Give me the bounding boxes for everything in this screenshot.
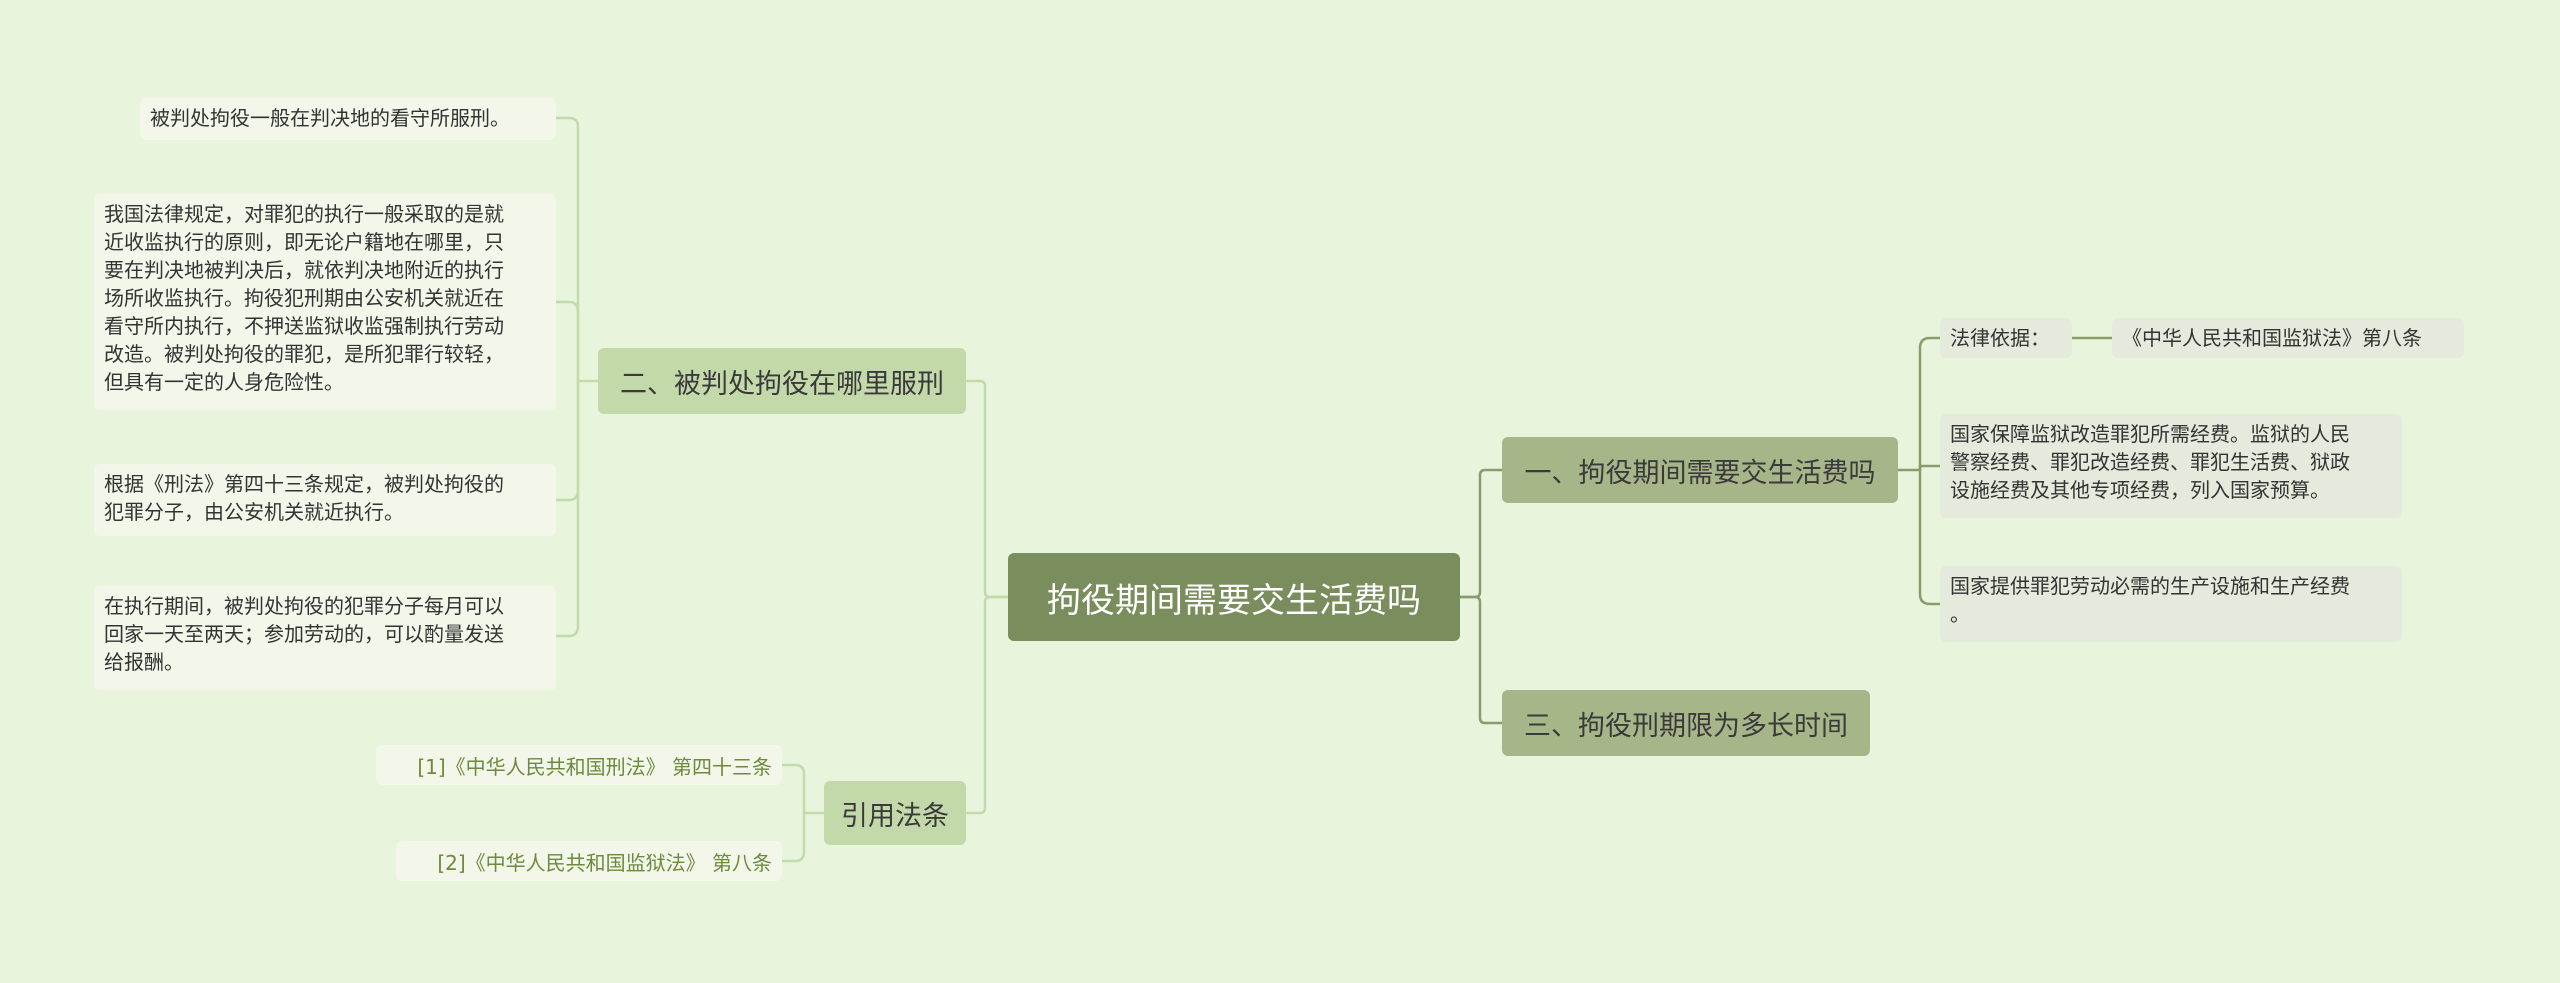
link-citations-to-ref-2 [780, 811, 806, 863]
link-where-serve-to-item-2 [554, 300, 580, 383]
branch-where-serve-label: 二、被判处拘役在哪里服刑 [620, 368, 944, 400]
where-serve-item-2[interactable]: 我国法律规定，对罪犯的执行一般采取的是就 近收监执行的原则，即无论户籍地在哪里，… [94, 194, 556, 410]
link-where-serve-to-item-1 [554, 116, 580, 383]
where-serve-item-4-text: 在执行期间，被判处拘役的犯罪分子每月可以 回家一天至两天；参加劳动的，可以酌量发… [104, 594, 504, 674]
link-where-serve-to-item-4 [554, 379, 580, 638]
link-root-to-citations [964, 595, 1010, 815]
legal-basis-label: 法律依据： [1950, 326, 2050, 350]
branch-living-fee-label: 一、拘役期间需要交生活费吗 [1524, 457, 1876, 489]
where-serve-item-4[interactable]: 在执行期间，被判处拘役的犯罪分子每月可以 回家一天至两天；参加劳动的，可以酌量发… [94, 586, 556, 690]
living-fee-item-1[interactable]: 国家保障监狱改造罪犯所需经费。监狱的人民 警察经费、罪犯改造经费、罪犯生活费、狱… [1940, 414, 2402, 518]
link-citations-to-ref-1 [780, 763, 806, 815]
where-serve-item-2-text: 我国法律规定，对罪犯的执行一般采取的是就 近收监执行的原则，即无论户籍地在哪里，… [104, 202, 504, 394]
living-fee-item-1-text: 国家保障监狱改造罪犯所需经费。监狱的人民 警察经费、罪犯改造经费、罪犯生活费、狱… [1950, 422, 2350, 502]
link-root-to-living-fee [1458, 468, 1504, 599]
legal-basis-law: 《中华人民共和国监狱法》第八条 [2122, 326, 2422, 350]
citation-ref-2-text: [2]《中华人民共和国监狱法》 第八条 [437, 850, 772, 875]
branch-term-length-label: 三、拘役刑期限为多长时间 [1524, 710, 1848, 742]
citation-ref-1-text: [1]《中华人民共和国刑法》 第四十三条 [417, 754, 772, 779]
branch-where-serve[interactable]: 二、被判处拘役在哪里服刑 [598, 348, 966, 414]
citation-ref-1[interactable]: [1]《中华人民共和国刑法》 第四十三条 [376, 745, 782, 785]
citation-ref-2[interactable]: [2]《中华人民共和国监狱法》 第八条 [396, 841, 782, 881]
link-where-serve-to-item-3 [554, 379, 580, 502]
root-label: 拘役期间需要交生活费吗 [1047, 580, 1421, 621]
living-fee-item-2[interactable]: 国家提供罪犯劳动必需的生产设施和生产经费 。 [1940, 566, 2402, 642]
where-serve-item-1-text: 被判处拘役一般在判决地的看守所服刑。 [150, 106, 510, 130]
link-root-to-where-serve [964, 379, 1010, 599]
branch-citations[interactable]: 引用法条 [824, 781, 966, 845]
link-root-to-term-length [1458, 595, 1504, 725]
legal-basis-law-node[interactable]: 《中华人民共和国监狱法》第八条 [2112, 318, 2464, 358]
legal-basis-label-node[interactable]: 法律依据： [1940, 318, 2072, 358]
root-node[interactable]: 拘役期间需要交生活费吗 [1008, 553, 1460, 641]
where-serve-item-3[interactable]: 根据《刑法》第四十三条规定，被判处拘役的 犯罪分子，由公安机关就近执行。 [94, 464, 556, 536]
branch-citations-label: 引用法条 [841, 800, 949, 832]
branch-living-fee[interactable]: 一、拘役期间需要交生活费吗 [1502, 437, 1898, 503]
where-serve-item-1[interactable]: 被判处拘役一般在判决地的看守所服刑。 [140, 98, 556, 140]
branch-term-length[interactable]: 三、拘役刑期限为多长时间 [1502, 690, 1870, 756]
link-living-fee-to-item-1 [1918, 464, 1942, 472]
living-fee-item-2-text: 国家提供罪犯劳动必需的生产设施和生产经费 。 [1950, 574, 2350, 626]
link-living-fee-to-item-2 [1918, 468, 1942, 606]
link-living-fee-to-legal-basis [1918, 336, 1942, 472]
where-serve-item-3-text: 根据《刑法》第四十三条规定，被判处拘役的 犯罪分子，由公安机关就近执行。 [104, 472, 504, 524]
